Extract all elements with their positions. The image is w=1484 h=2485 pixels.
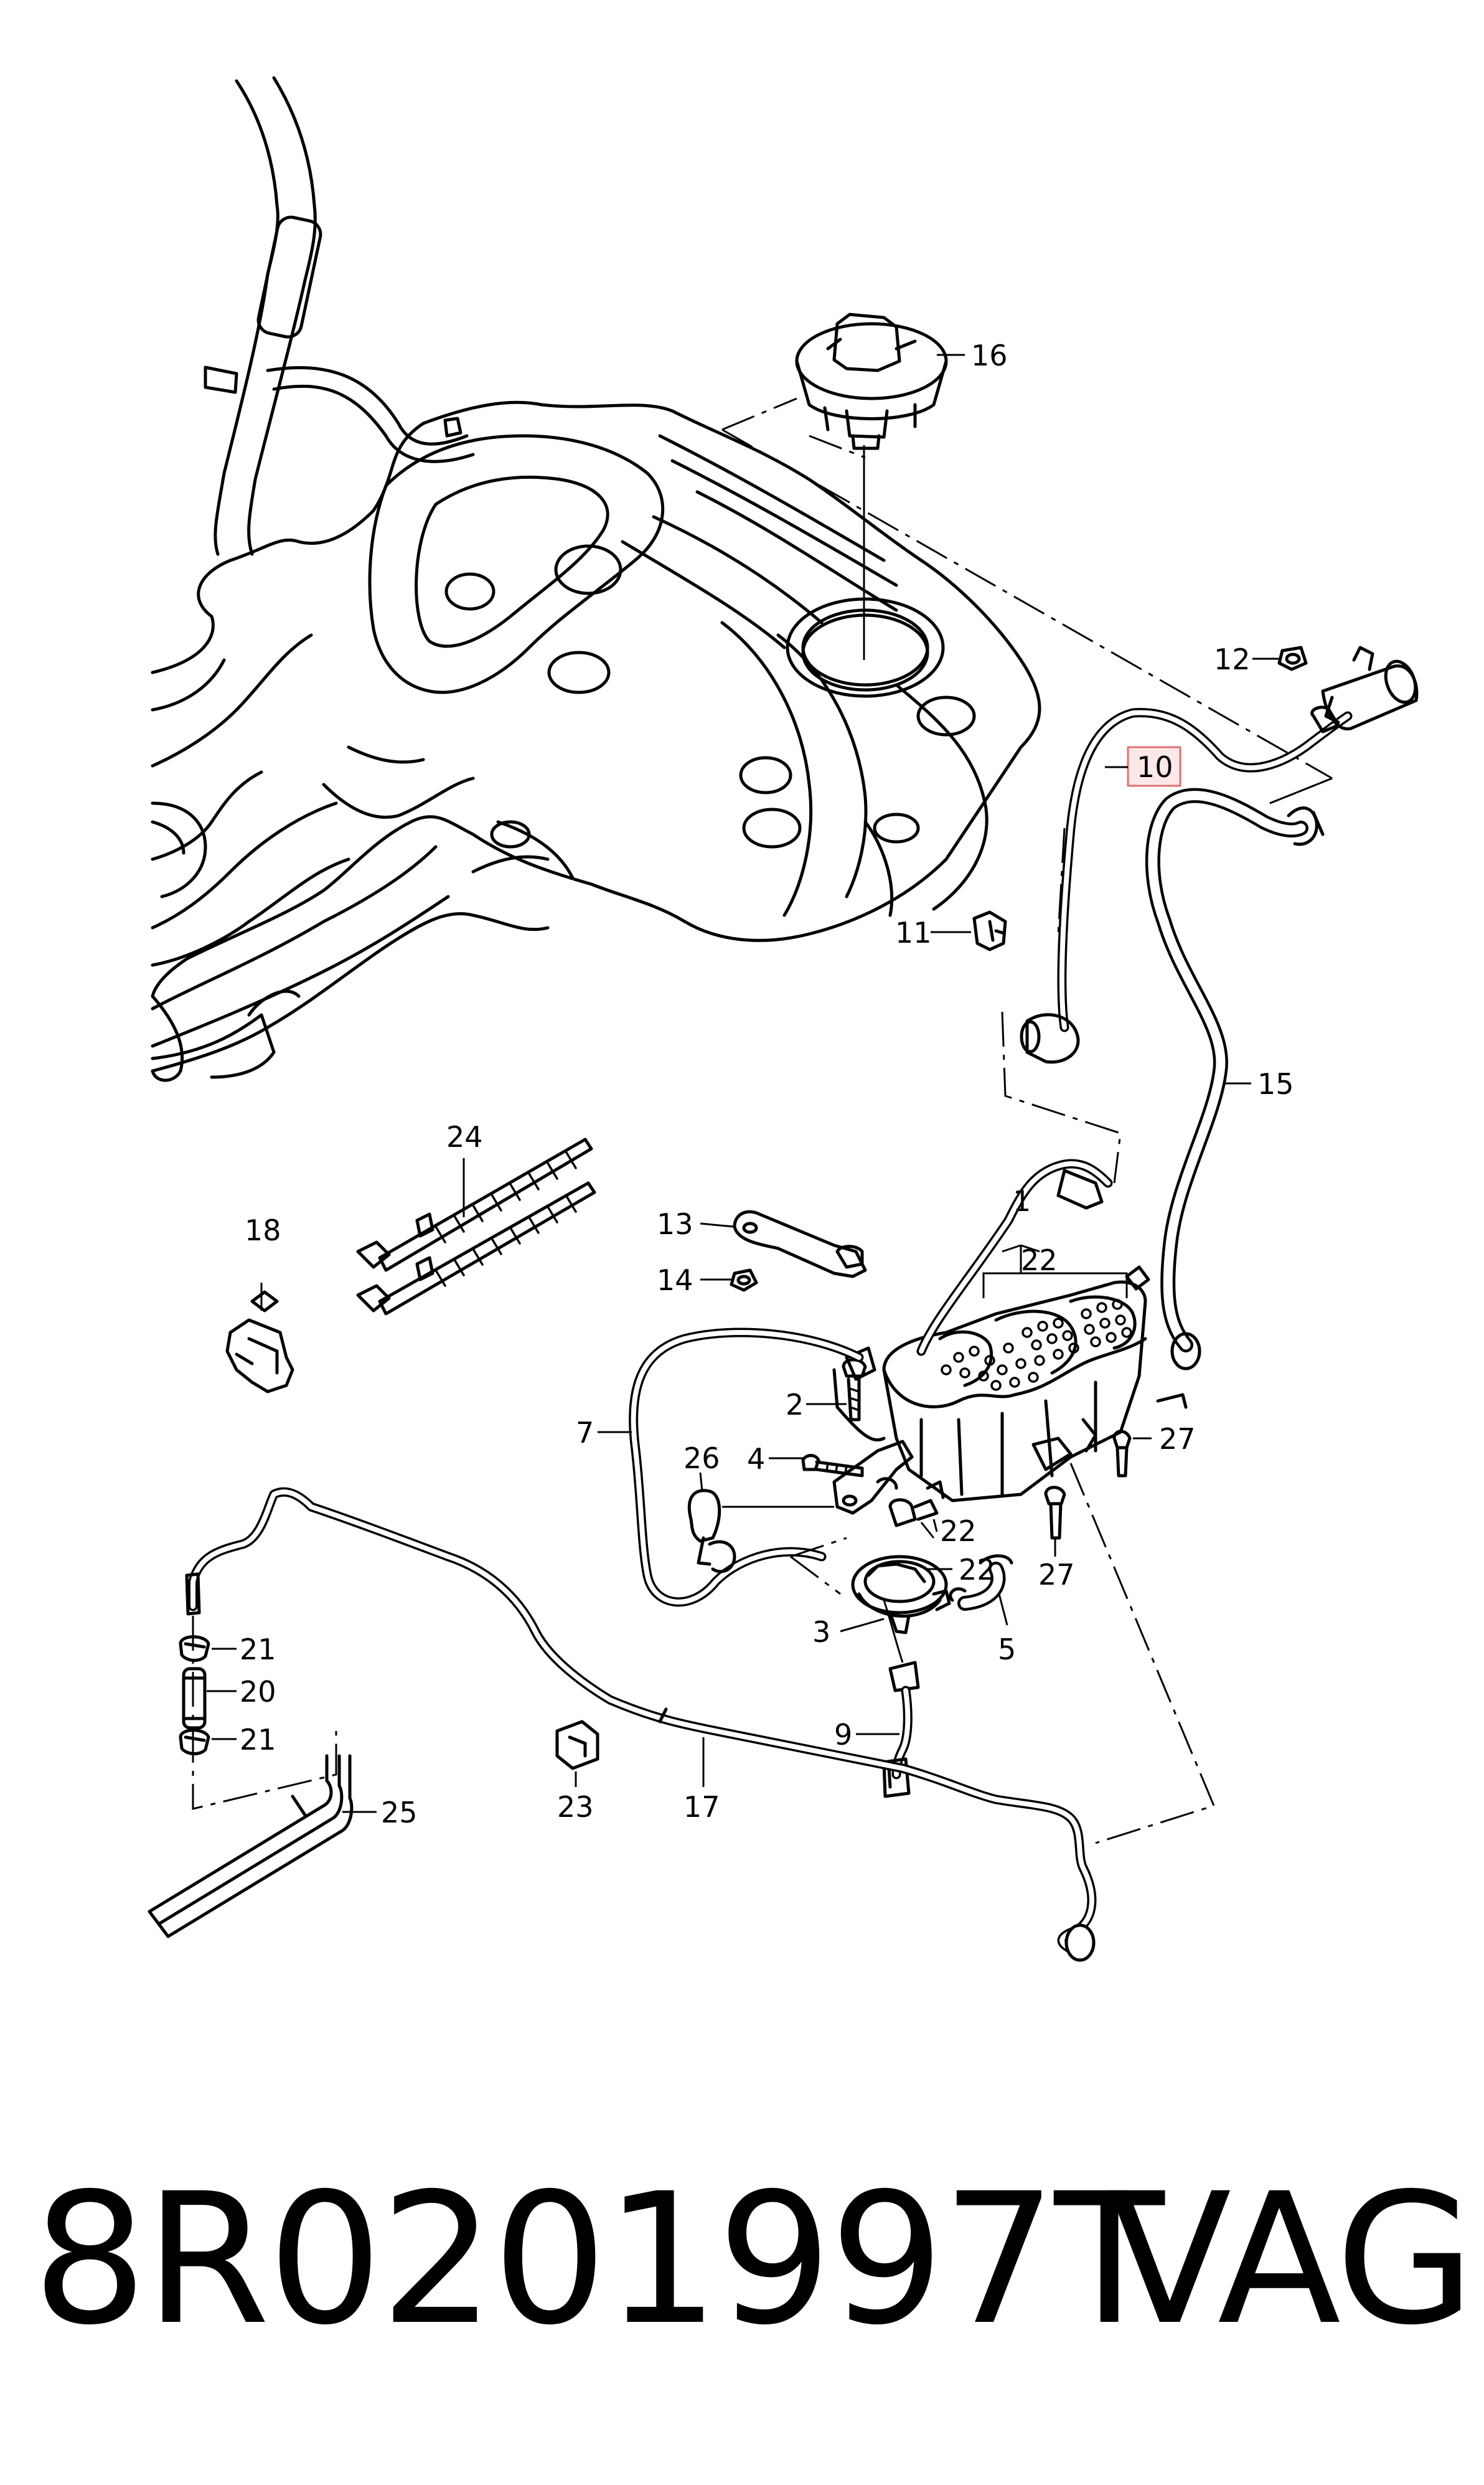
hose-7: [629, 1327, 864, 1607]
clamp-26: [687, 1472, 834, 1566]
bracket-13: [733, 1210, 867, 1278]
callout-24: 24: [446, 1120, 483, 1154]
callout-4: 4: [747, 1442, 765, 1476]
callout-23: 23: [557, 1790, 594, 1824]
hose-5: [949, 1554, 1013, 1611]
callout-11: 11: [895, 916, 932, 950]
callout-27-bottom: 27: [1038, 1558, 1075, 1591]
callout-labels: 16 12 10 11 15 24 18 1 22 13 14 2 7 26: [207, 339, 1294, 1829]
callout-22-top: 22: [1021, 1243, 1058, 1277]
fitting-22: [888, 1498, 939, 1539]
clamp-21-bottom: [179, 1728, 210, 1755]
callout-21-bottom: 21: [240, 1723, 276, 1756]
screw-27-b: [1044, 1486, 1066, 1540]
canister-1: [882, 1159, 1188, 1502]
callout-9: 9: [834, 1718, 852, 1752]
callout-15: 15: [1257, 1067, 1294, 1101]
callout-21-top: 21: [240, 1633, 276, 1666]
callout-13: 13: [657, 1207, 693, 1241]
screw-4: [801, 1454, 864, 1478]
callout-1: 1: [1013, 1184, 1031, 1218]
nut-14: [730, 1268, 758, 1292]
callout-18: 18: [245, 1214, 281, 1247]
callout-25: 25: [381, 1796, 418, 1829]
callout-27-right: 27: [1159, 1422, 1196, 1456]
brand: VAG: [1108, 2155, 1475, 2365]
callout-3: 3: [812, 1615, 830, 1649]
callout-20: 20: [240, 1675, 276, 1709]
nut-12: [1277, 646, 1308, 671]
clamp-21-top: [179, 1635, 210, 1662]
hose-25: [148, 1754, 354, 1938]
connector-20: [182, 1667, 207, 1730]
callout-14: 14: [657, 1263, 693, 1297]
callout-2: 2: [786, 1388, 804, 1422]
canister-texture: [941, 1299, 1132, 1391]
bracket-4: [832, 1440, 914, 1515]
bracket-18: [225, 1283, 294, 1393]
callout-12: 12: [1214, 643, 1251, 676]
clip-11: [972, 910, 1007, 951]
screw-27-a: [1112, 1430, 1132, 1478]
callout-5: 5: [998, 1633, 1016, 1666]
valve-3: [851, 1555, 951, 1634]
mount-bracket-2: [832, 1346, 886, 1442]
callout-22-low: 22: [959, 1553, 995, 1587]
part-number: 8R0201997T: [32, 2155, 1165, 2365]
callout-10: 10: [1137, 750, 1173, 784]
callout-7: 7: [576, 1416, 594, 1450]
clip-23: [555, 1720, 599, 1770]
cable-ties-24: [356, 1138, 596, 1316]
fuel-line-17: [185, 1487, 1097, 1962]
hose-15: [1145, 788, 1325, 1370]
callout-22-mid: 22: [940, 1514, 977, 1548]
fuel-sender-16: [795, 313, 948, 660]
screw-2: [842, 1358, 867, 1422]
callout-16: 16: [971, 339, 1008, 372]
callout-17: 17: [683, 1790, 720, 1824]
fuel-tank-drawing: [151, 76, 1041, 1082]
callout-26: 26: [683, 1441, 720, 1475]
vent-line-10: [1020, 646, 1419, 1064]
